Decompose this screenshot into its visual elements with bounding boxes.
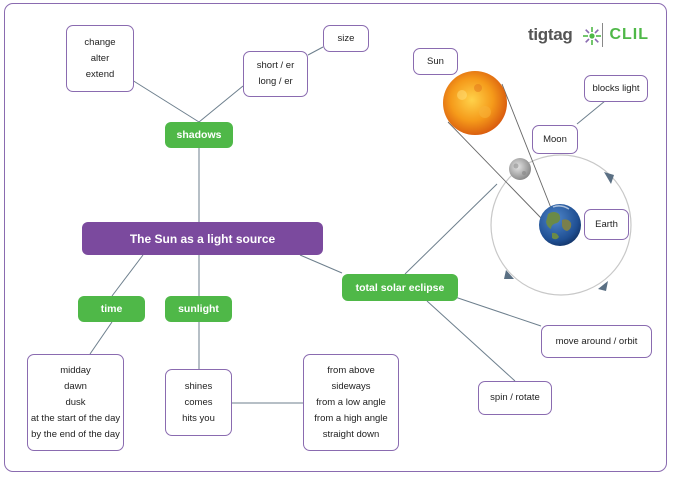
word: spin / rotate xyxy=(490,392,540,403)
word: from a high angle xyxy=(314,412,388,424)
word: size xyxy=(337,32,355,44)
branch-sunlight: sunlight xyxy=(165,296,232,322)
word: by the end of the day xyxy=(31,428,120,440)
word: sideways xyxy=(331,380,371,392)
shadow-size-box: size xyxy=(323,25,369,52)
word: from a low angle xyxy=(316,396,386,408)
word: long / er xyxy=(258,76,293,87)
tigtag-logo-icon xyxy=(583,27,601,45)
word: dusk xyxy=(65,396,86,408)
connector-length-size xyxy=(307,46,324,56)
word: dawn xyxy=(64,380,87,392)
branch-eclipse-label: total solar eclipse xyxy=(355,281,445,294)
sun-label-box: Sun xyxy=(413,48,458,75)
connector-eclipse-diagram xyxy=(404,183,498,275)
word: shines xyxy=(184,380,213,392)
central-topic-label: The Sun as a light source xyxy=(129,231,276,246)
moon-label-box: Moon xyxy=(532,125,578,154)
central-topic-node: The Sun as a light source xyxy=(82,222,323,255)
orbit-arrow-icon xyxy=(604,172,614,184)
word: short / er xyxy=(256,60,295,71)
shadow-length-box: short / er long / er xyxy=(243,51,308,97)
branch-sunlight-label: sunlight xyxy=(178,303,219,315)
word: extend xyxy=(85,68,115,80)
tigtag-clil-logo: tigtag CLIL xyxy=(528,20,654,50)
shadow-verbs-box: change alter extend xyxy=(66,25,134,92)
moon-icon xyxy=(509,158,531,180)
word: Sun xyxy=(427,55,444,67)
sun-icon xyxy=(443,71,507,135)
branch-time: time xyxy=(78,296,145,322)
connector-time-words xyxy=(89,321,113,355)
light-ray xyxy=(501,83,552,209)
connector-shadows-verbs xyxy=(131,79,200,123)
word: midday xyxy=(60,364,91,376)
word: Earth xyxy=(595,218,618,230)
branch-shadows-label: shadows xyxy=(176,129,222,141)
word: at the start of the day xyxy=(30,412,121,424)
spin-rotate-box: spin / rotate xyxy=(478,381,552,415)
earth-icon xyxy=(539,204,581,246)
branch-total-solar-eclipse: total solar eclipse xyxy=(342,274,458,301)
earth-label-box: Earth xyxy=(584,209,629,240)
connector-shadows-length xyxy=(198,85,244,123)
connector-eclipse-spin xyxy=(426,300,516,382)
page-frame xyxy=(4,3,667,472)
word: Moon xyxy=(543,133,567,145)
logo-divider xyxy=(602,23,604,47)
orbit-path xyxy=(490,154,632,296)
word: from above xyxy=(327,364,375,376)
word: blocks light xyxy=(592,82,640,94)
word: comes xyxy=(184,396,213,408)
branch-time-label: time xyxy=(100,303,123,315)
connector-moon-blockslight xyxy=(576,100,606,125)
word: change xyxy=(84,36,116,48)
sunlight-verbs-box: shines comes hits you xyxy=(165,369,232,436)
time-words-box: midday dawn dusk at the start of the day… xyxy=(27,354,124,451)
orbit-arrow-icon xyxy=(598,281,608,291)
connector-center-eclipse xyxy=(299,254,343,274)
orbit-arrow-icon xyxy=(504,270,514,279)
logo-brand: tigtag xyxy=(528,25,573,44)
logo-product: CLIL xyxy=(609,26,650,43)
word: hits you xyxy=(182,412,215,424)
connector-center-time xyxy=(111,254,144,297)
branch-shadows: shadows xyxy=(165,122,233,148)
move-around-box: move around / orbit xyxy=(541,325,652,358)
word: alter xyxy=(90,52,110,64)
word: straight down xyxy=(322,428,380,440)
sunlight-directions-box: from above sideways from a low angle fro… xyxy=(303,354,399,451)
blocks-light-box: blocks light xyxy=(584,75,648,102)
connector-eclipse-orbit xyxy=(454,296,542,327)
light-ray xyxy=(447,121,542,219)
word: move around / orbit xyxy=(555,335,638,347)
